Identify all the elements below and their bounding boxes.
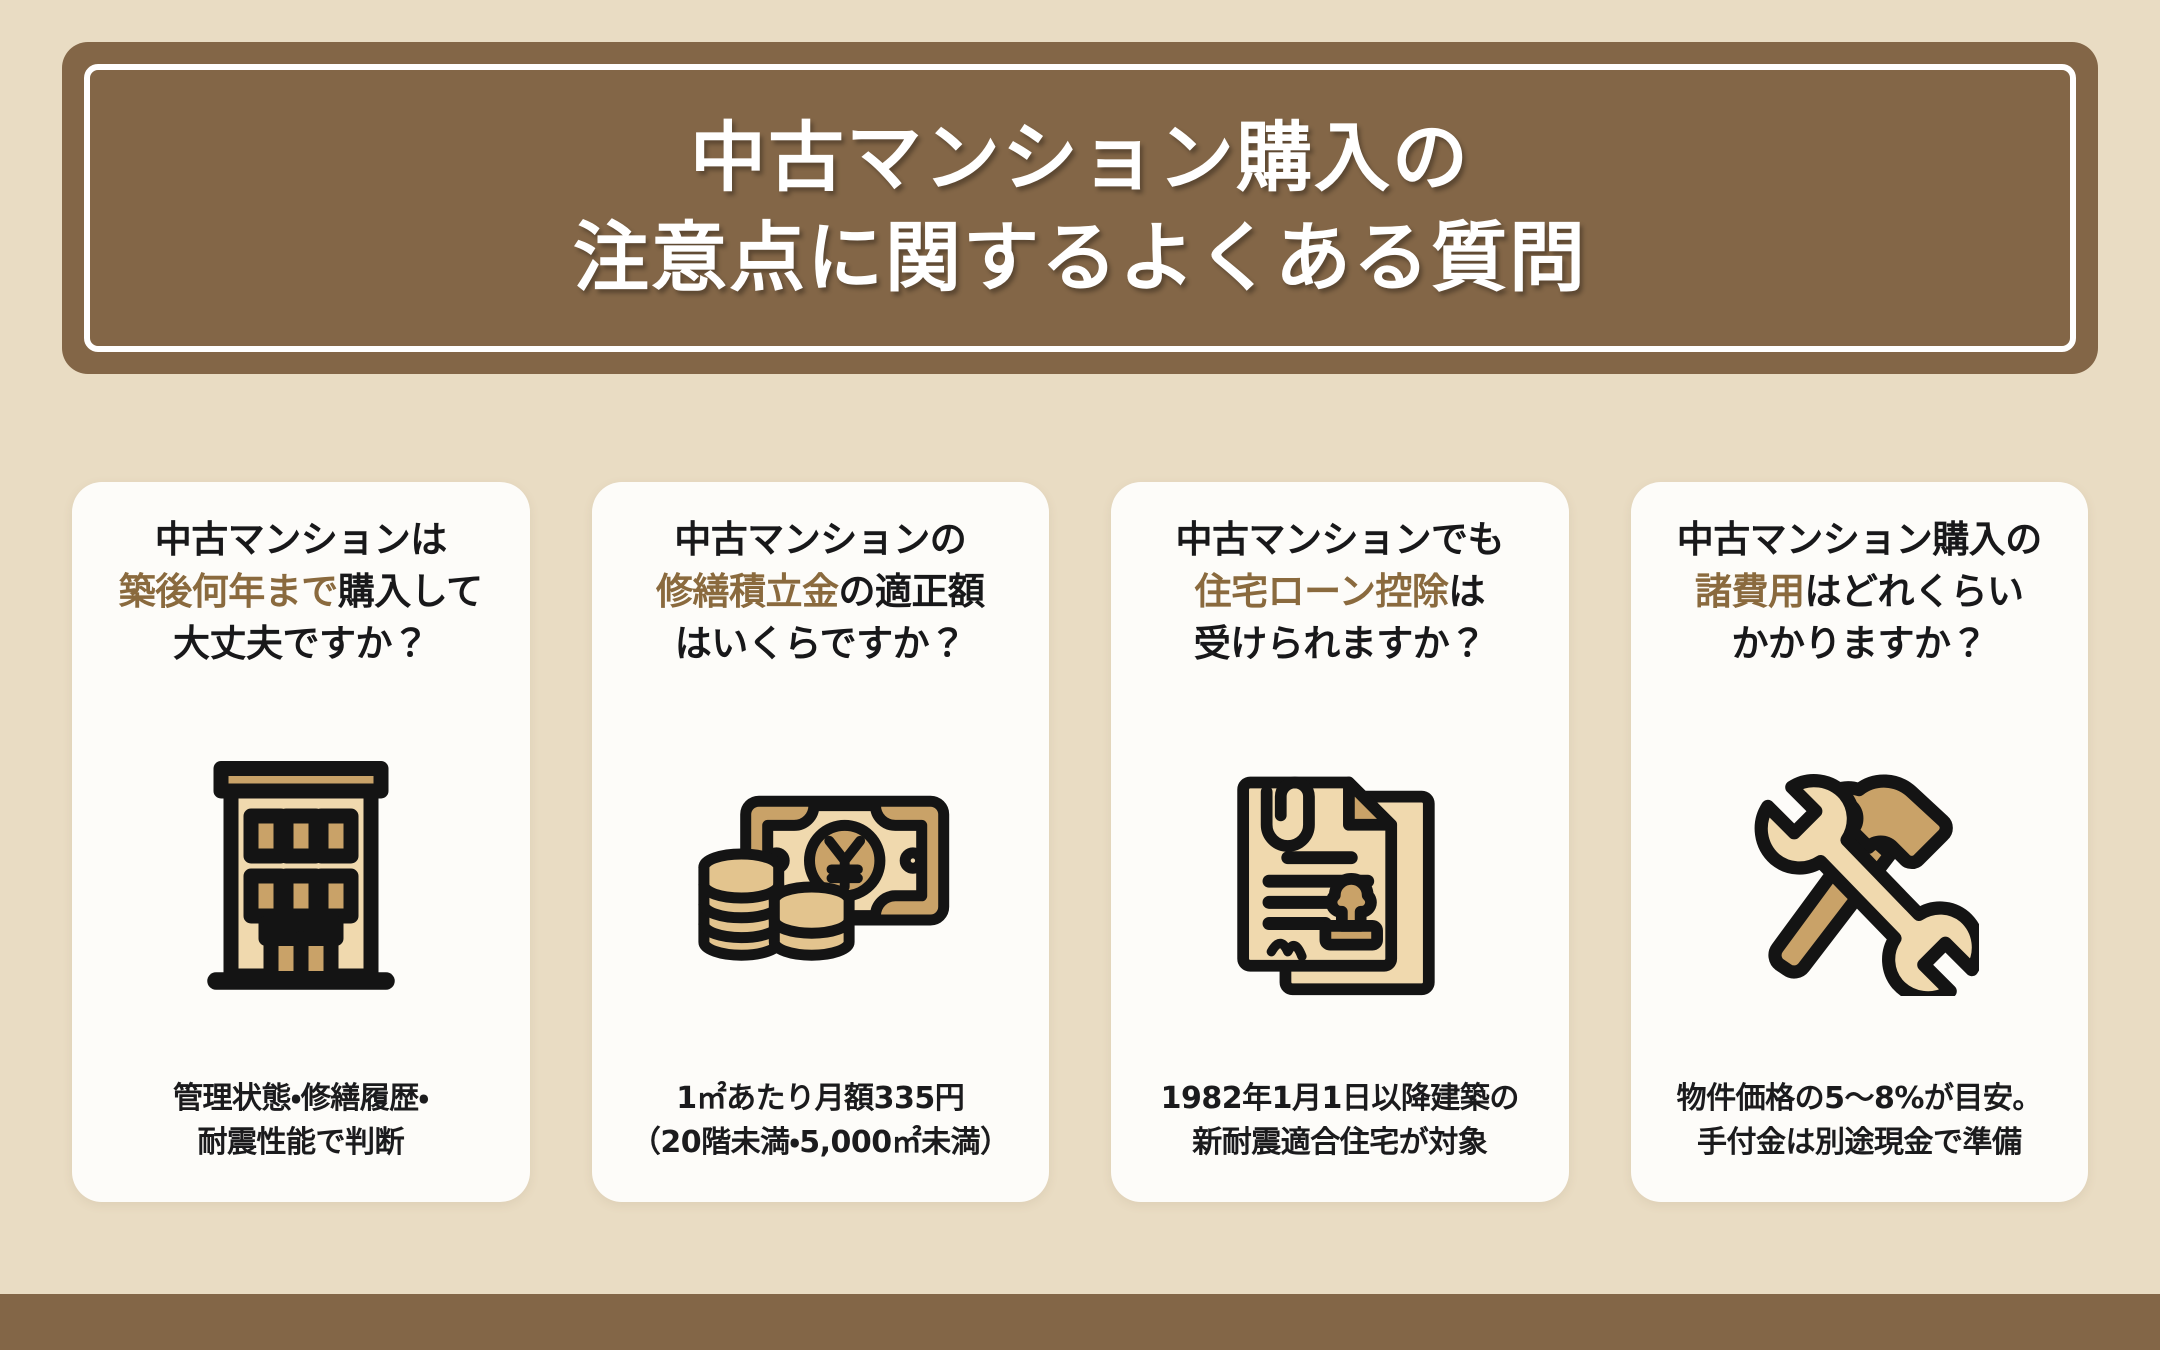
- faq-card-caption: 物件価格の5〜8%が目安。手付金は別途現金で準備: [1676, 1081, 2043, 1160]
- apartment-building-icon: [86, 669, 516, 1077]
- faq-card-caption: 1982年1月1日以降建築の新耐震適合住宅が対象: [1160, 1081, 1520, 1160]
- faq-card[interactable]: 中古マンション購入の諸費用はどれくらいかかりますか？ 物件価格の5〜8%が目安。…: [1630, 482, 2088, 1202]
- faq-card-caption: 1㎡あたり月額335円（20階未満・5,000㎡未満）: [630, 1081, 1010, 1160]
- faq-card-title: 中古マンションでも住宅ローン控除は受けられますか？: [1175, 518, 1505, 665]
- faq-card[interactable]: 中古マンションの修繕積立金の適正額はいくらですか？: [591, 482, 1049, 1202]
- money-cash-coins-icon: [606, 669, 1036, 1077]
- header-banner: 中古マンション購入の 注意点に関するよくある質問: [62, 42, 2098, 374]
- faq-card[interactable]: 中古マンションでも住宅ローン控除は受けられますか？ 1982年1月: [1111, 482, 1569, 1202]
- faq-card-caption: 管理状態・修繕履歴・耐震性能で判断: [173, 1081, 429, 1160]
- contract-document-stamp-icon: [1125, 669, 1555, 1077]
- faq-card-title: 中古マンション購入の諸費用はどれくらいかかりますか？: [1676, 518, 2043, 665]
- page-title-line-2: 注意点に関するよくある質問: [573, 213, 1587, 302]
- faq-card-title: 中古マンションの修繕積立金の適正額はいくらですか？: [656, 518, 985, 665]
- faq-card[interactable]: 中古マンションは築後何年まで購入して大丈夫ですか？: [72, 482, 530, 1202]
- footer-accent-bar: [0, 1294, 2160, 1350]
- faq-card-list: 中古マンションは築後何年まで購入して大丈夫ですか？: [72, 482, 2088, 1202]
- page-title-line-1: 中古マンション購入の: [690, 113, 1470, 203]
- header-inner-frame: 中古マンション購入の 注意点に関するよくある質問: [84, 64, 2076, 352]
- faq-card-title: 中古マンションは築後何年まで購入して大丈夫ですか？: [118, 518, 483, 665]
- wrench-hammer-tools-icon: [1645, 669, 2075, 1077]
